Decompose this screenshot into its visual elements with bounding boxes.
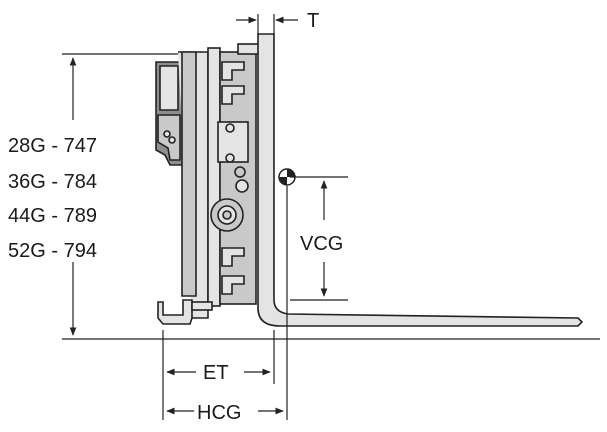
center-of-gravity-icon	[278, 168, 296, 186]
thickness-label: T	[307, 10, 319, 32]
thickness-dimension: T	[236, 10, 319, 34]
model-height-44g: 44G - 789	[8, 205, 97, 227]
horizontal-cg-dimension: HCG	[166, 402, 284, 424]
effective-thickness-dimension: ET	[166, 362, 271, 384]
effective-thickness-label: ET	[203, 362, 229, 384]
horizontal-cg-label: HCG	[197, 402, 241, 424]
vertical-cg-label: VCG	[300, 233, 343, 255]
overall-height-dimension	[62, 53, 180, 336]
vertical-cg-dimension: VCG	[290, 176, 348, 301]
fork	[257, 33, 584, 327]
fork-positioner-body	[155, 43, 263, 325]
model-height-list: 28G - 747 36G - 784 44G - 789 52G - 794	[8, 135, 97, 262]
model-height-36g: 36G - 784	[8, 171, 97, 193]
model-height-28g: 28G - 747	[8, 135, 97, 157]
model-height-52g: 52G - 794	[8, 240, 97, 262]
